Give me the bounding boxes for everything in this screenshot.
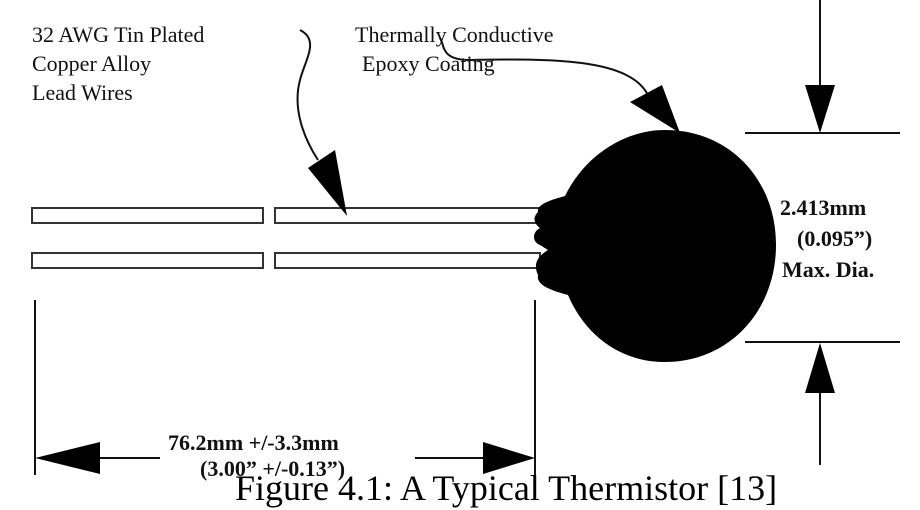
length-dimension (34, 300, 536, 475)
wire-top-right (274, 207, 541, 224)
epoxy-bead (534, 130, 776, 362)
length-arrow-right-icon (483, 442, 535, 474)
diameter-arrow-up-icon (805, 343, 835, 393)
lead-wire-label-3: Lead Wires (32, 80, 133, 105)
coating-leader (439, 37, 649, 96)
coating-arrowhead (630, 85, 680, 133)
wire-bottom-left (31, 252, 264, 269)
coating-label-2: Epoxy Coating (362, 51, 495, 76)
diameter-in: (0.095”) (797, 226, 872, 251)
figure-caption: Figure 4.1: A Typical Thermistor [13] (235, 468, 777, 508)
wire-top-left (31, 207, 264, 224)
lead-wire-label-1: 32 AWG Tin Plated (32, 22, 204, 47)
length-arrow-left-icon (35, 442, 100, 474)
diameter-dimension (745, 0, 900, 465)
coating-label-1: Thermally Conductive (355, 22, 554, 47)
lead-wire-label-2: Copper Alloy (32, 51, 151, 76)
diameter-max: Max. Dia. (782, 257, 874, 282)
lead-wire-leader (296, 29, 319, 161)
diameter-arrow-down-icon (805, 85, 835, 133)
wire-bottom-right (274, 252, 541, 269)
lead-wires (31, 207, 541, 269)
lead-wire-arrowhead (308, 150, 347, 216)
diameter-mm: 2.413mm (780, 195, 866, 220)
length-in: (3.00” +/-0.13”) (200, 456, 345, 481)
length-mm: 76.2mm +/-3.3mm (168, 430, 339, 455)
